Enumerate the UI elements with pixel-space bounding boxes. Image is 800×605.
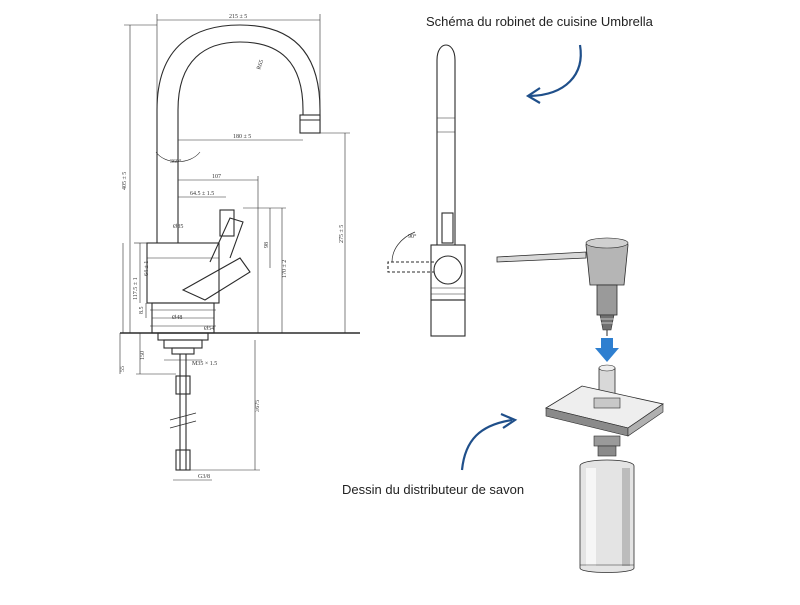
dim-bend-radius: R65: [256, 59, 265, 70]
faucet-dimension-drawing: [120, 24, 360, 471]
dim-height-total: 405 ± 5: [122, 172, 128, 190]
dim-spout-height: 275 ± 5: [339, 225, 345, 243]
lever-angle-label: 90°: [408, 233, 417, 240]
dim-thread: M35 × 1.5: [192, 361, 217, 367]
dim-body-height: 64 ± 1: [144, 261, 150, 276]
dim-escutcheon-diam: Ø54: [204, 326, 214, 332]
dim-body-diam: Ø35: [173, 224, 183, 230]
faucet-caption: Schéma du robinet de cuisine Umbrella: [426, 14, 653, 29]
dim-base-diam: Ø48: [172, 315, 182, 321]
dim-hose-length: ≥675: [255, 400, 261, 412]
dim-handle-base: 64.5 ± 1.5: [190, 191, 214, 197]
dim-reach: 180 ± 5: [233, 134, 251, 140]
dim-lever-height: 98: [264, 242, 270, 248]
soap-caption: Dessin du distributeur de savon: [342, 482, 525, 497]
dim-base-height: 117.5 ± 1: [133, 277, 139, 300]
dim-base-step: 8.5: [139, 307, 145, 315]
dim-width-top: 215 ± 5: [229, 14, 247, 20]
dim-hose-thread: G3/8: [198, 474, 210, 480]
dim-counter-max: 150: [140, 351, 146, 360]
dimension-lines: [119, 14, 350, 481]
soap-dispenser-pump-head: [496, 237, 629, 336]
dim-rotation: 360°: [170, 158, 182, 165]
soap-arrow-icon: [460, 412, 518, 471]
dim-below-counter: 55: [120, 366, 126, 372]
insert-arrow-icon: [595, 338, 619, 362]
faucet-arrow-icon: [525, 44, 582, 104]
dim-lever-total: 170 ± 2: [282, 260, 288, 278]
umbrella-faucet-illustration: [387, 44, 466, 337]
dim-handle-offset: 107: [212, 174, 221, 180]
soap-dispenser-base: [544, 364, 664, 573]
